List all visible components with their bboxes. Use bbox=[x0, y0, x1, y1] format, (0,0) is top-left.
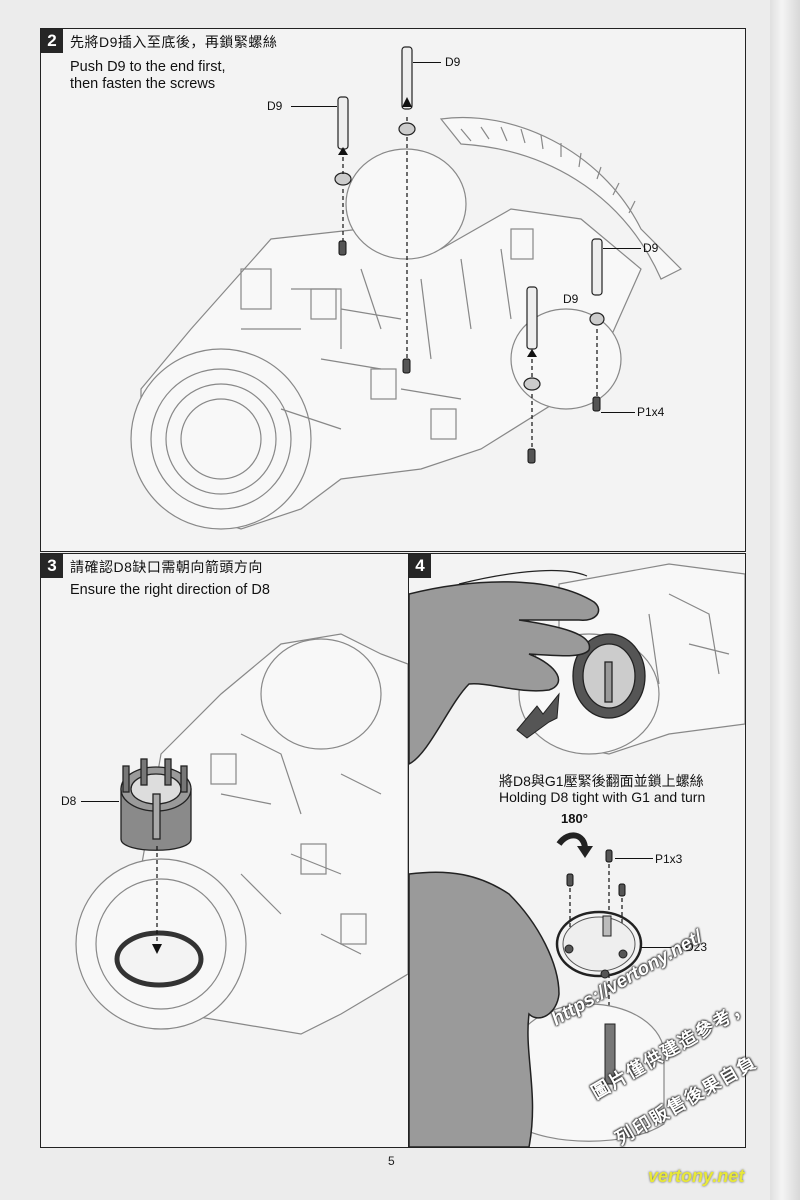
step-2-illustration bbox=[130, 46, 683, 530]
caption-en: Holding D8 tight with G1 and turn bbox=[499, 789, 706, 805]
leader-line bbox=[81, 801, 119, 802]
label-d9: D9 bbox=[445, 55, 461, 69]
step-title-zh: 先將D9插入至底後，再鎖緊螺絲 bbox=[70, 34, 278, 50]
watermark-site: vertony.net bbox=[648, 1166, 745, 1186]
step-3-panel: 3 請確認D8缺口需朝向箭頭方向 Ensure the right direct… bbox=[40, 553, 409, 1148]
leader-line bbox=[615, 858, 653, 859]
step-title-zh: 請確認D8缺口需朝向箭頭方向 bbox=[70, 559, 263, 575]
step-title-en: Ensure the right direction of D8 bbox=[70, 582, 270, 598]
step-3-illustration bbox=[75, 633, 408, 1035]
page-number: 5 bbox=[388, 1154, 395, 1168]
step-title-en-line2: then fasten the screws bbox=[70, 76, 216, 92]
step-2-panel: 2 先將D9插入至底後，再鎖緊螺絲 Push D9 to the end fir… bbox=[40, 28, 746, 552]
caption-zh: 將D8與G1壓緊後翻面並鎖上螺絲 bbox=[499, 773, 704, 789]
step-number: 2 bbox=[41, 29, 63, 53]
leader-line bbox=[291, 106, 337, 107]
label-d9: D9 bbox=[563, 292, 579, 306]
rotation-label: 180° bbox=[561, 811, 588, 826]
label-d9: D9 bbox=[267, 99, 283, 113]
page-edge bbox=[770, 0, 800, 1200]
step-4-illustration bbox=[409, 563, 745, 1147]
step-number: 3 bbox=[41, 554, 63, 578]
step-number: 4 bbox=[409, 554, 431, 578]
label-d23: D23 bbox=[685, 940, 708, 954]
label-d9: D9 bbox=[643, 241, 659, 255]
step-4-panel: 4 將D8與G1壓緊後翻面並鎖上螺絲 Holding D8 tight with… bbox=[408, 553, 746, 1148]
leader-line bbox=[641, 947, 683, 948]
label-p1x4: P1x4 bbox=[637, 405, 665, 419]
leader-line bbox=[413, 62, 441, 63]
label-d8: D8 bbox=[61, 794, 77, 808]
step-title-en-line1: Push D9 to the end first, bbox=[70, 59, 226, 75]
leader-line bbox=[601, 412, 635, 413]
label-p1x3: P1x3 bbox=[655, 852, 683, 866]
leader-line bbox=[603, 248, 641, 249]
